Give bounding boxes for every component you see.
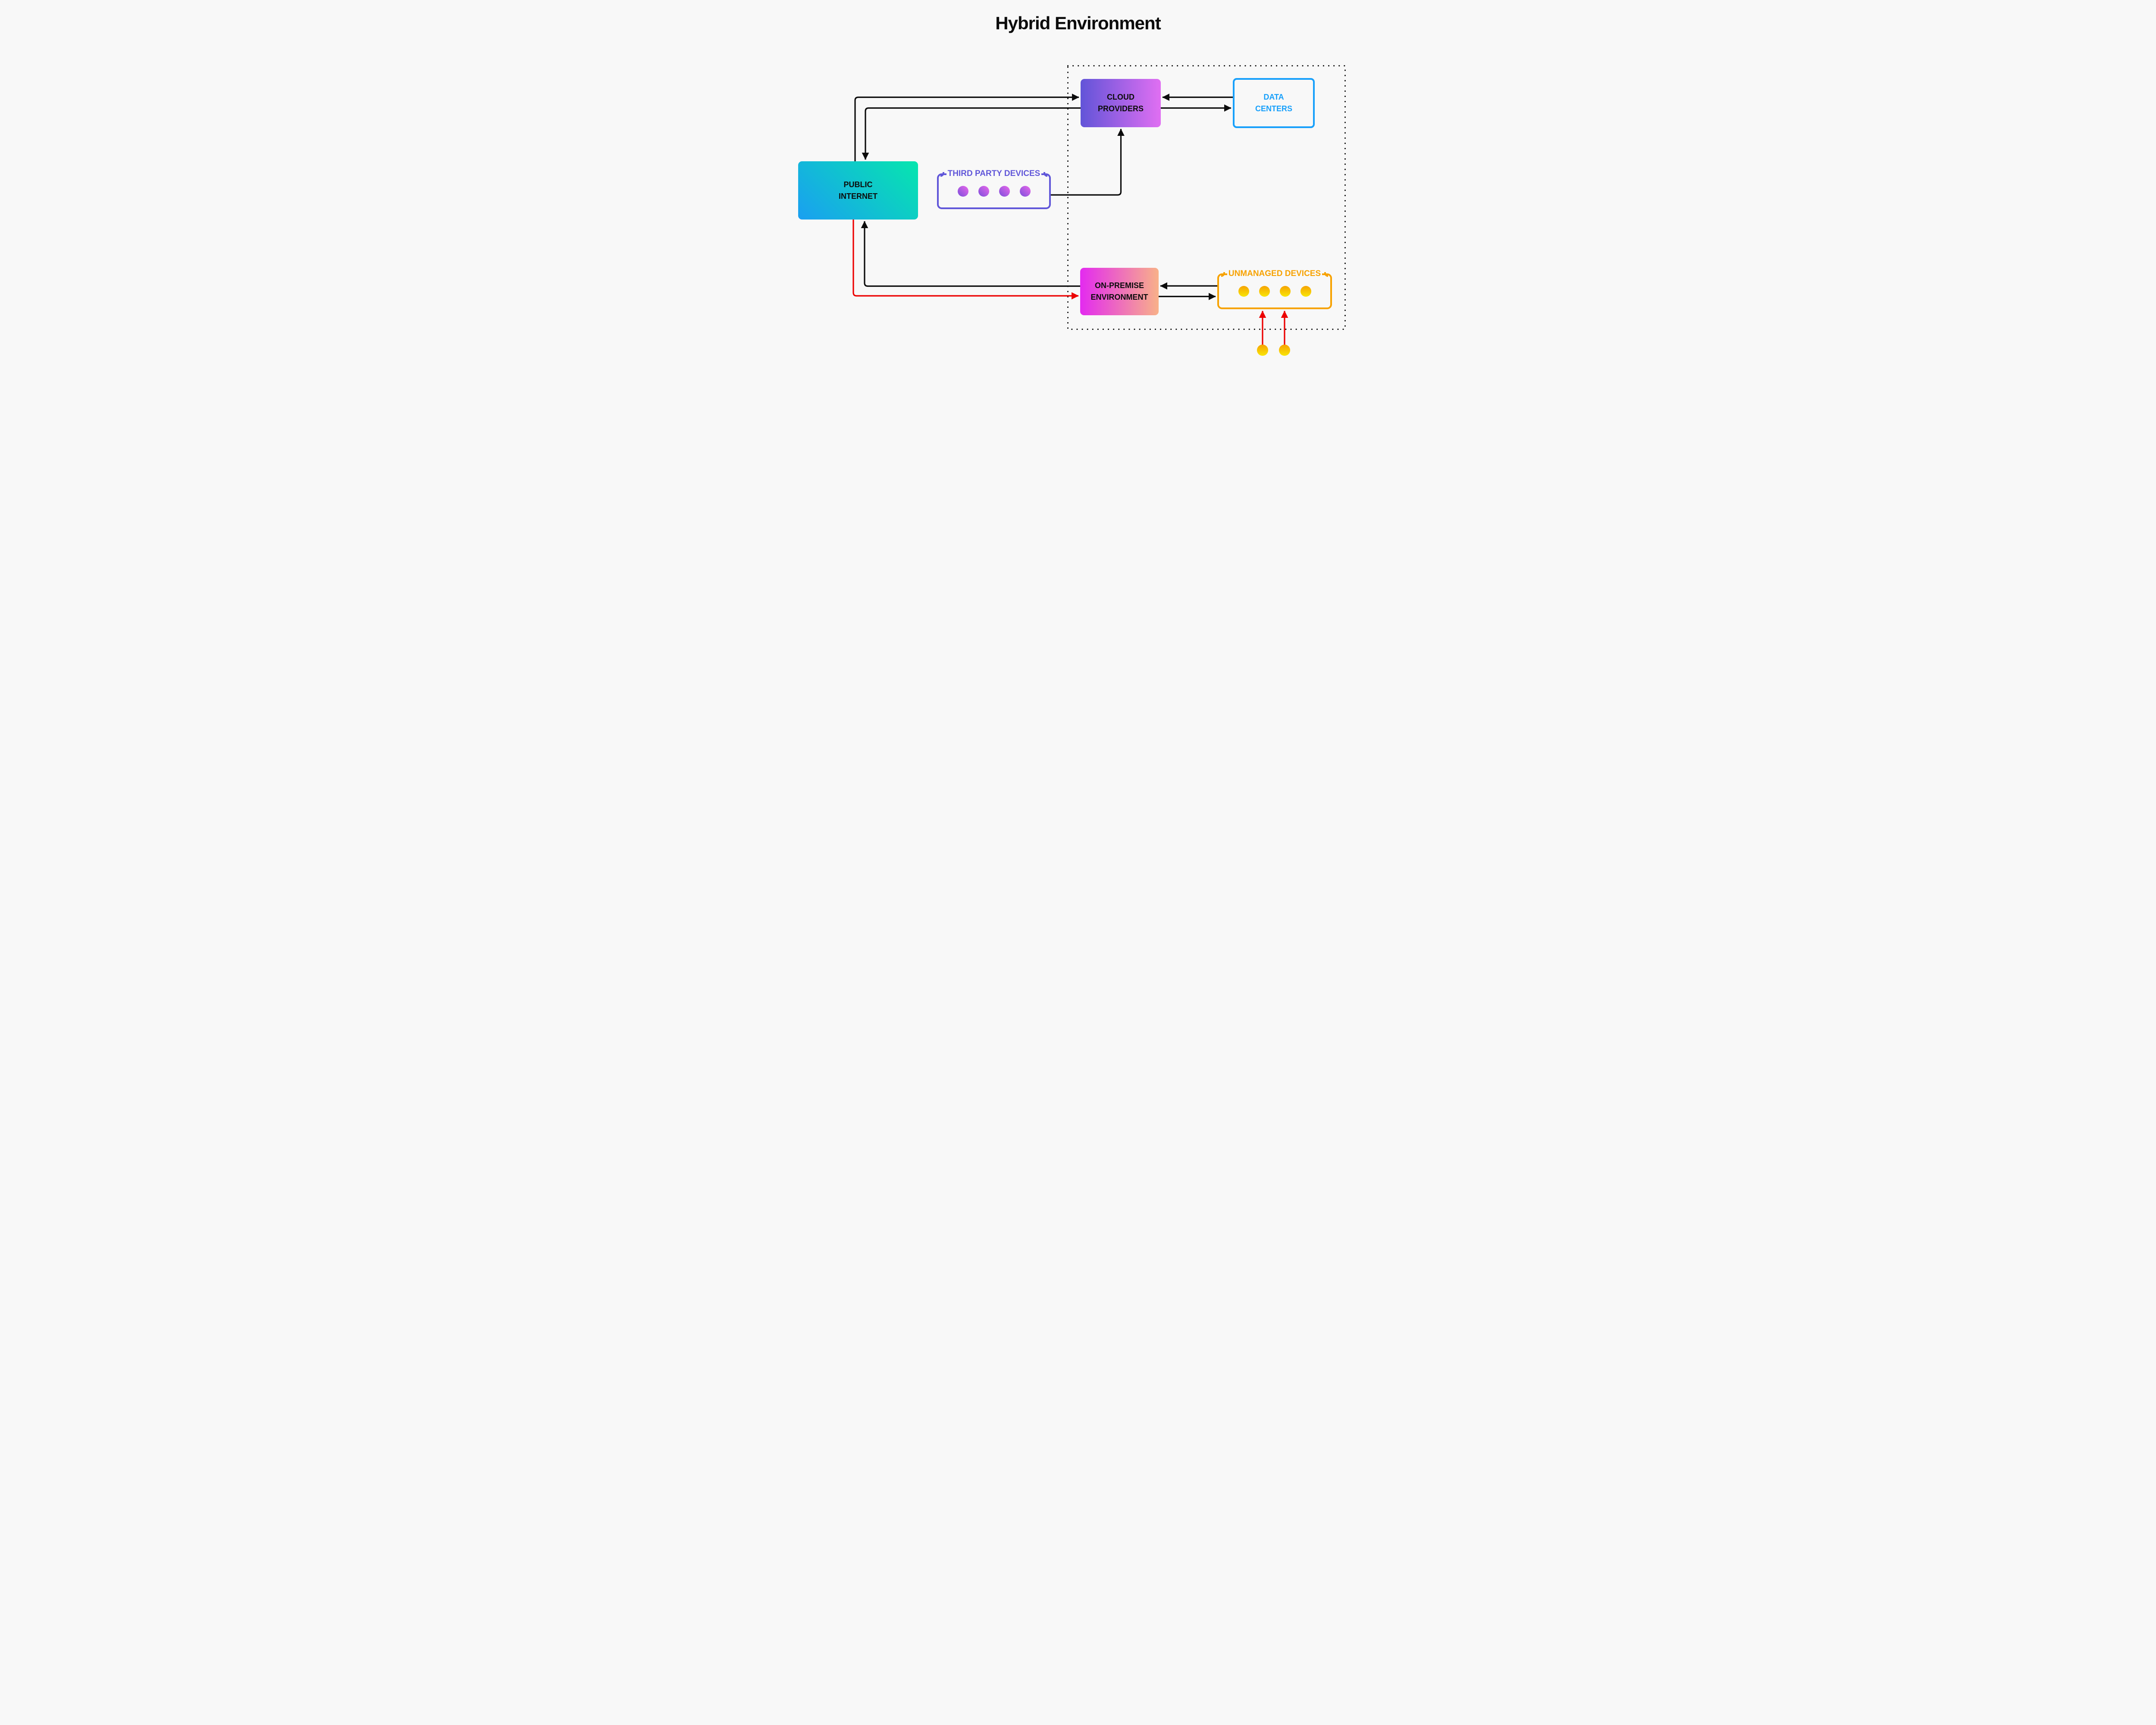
diagram-title: Hybrid Environment bbox=[995, 13, 1161, 33]
device-dot-icon bbox=[1259, 286, 1270, 297]
arrow-on-premise-to-public-internet bbox=[861, 221, 1080, 287]
data-centers-box: DATA CENTERS bbox=[1233, 78, 1315, 128]
device-dot-icon bbox=[1019, 186, 1031, 197]
arrow-public-internet-to-on-premise-red bbox=[852, 220, 1079, 300]
arrow-cloud-providers-to-public-internet bbox=[862, 107, 1081, 160]
device-dot-icon bbox=[1279, 345, 1290, 356]
third-party-devices-legend: THIRD PARTY DEVICES bbox=[939, 169, 1049, 178]
on-premise-environment-label: ON-PREMISE ENVIRONMENT bbox=[1091, 281, 1148, 301]
device-dot-icon bbox=[1257, 345, 1268, 356]
cloud-providers-box: CLOUD PROVIDERS bbox=[1081, 79, 1161, 127]
legend-curl-icon bbox=[1324, 272, 1329, 277]
public-internet-label: PUBLIC INTERNET bbox=[839, 180, 877, 201]
third-party-device-dots bbox=[957, 186, 1031, 197]
legend-curl-icon bbox=[1044, 172, 1048, 177]
data-centers-label: DATA CENTERS bbox=[1255, 93, 1292, 113]
third-party-devices-group: THIRD PARTY DEVICES bbox=[937, 169, 1051, 209]
unmanaged-devices-legend: UNMANAGED DEVICES bbox=[1219, 269, 1330, 278]
device-dot-icon bbox=[1300, 286, 1311, 297]
device-dot-icon bbox=[999, 186, 1010, 197]
unmanaged-device-dots bbox=[1238, 286, 1311, 297]
arrow-public-internet-to-cloud-providers bbox=[854, 94, 1079, 161]
cloud-providers-label: CLOUD PROVIDERS bbox=[1097, 93, 1144, 113]
third-party-devices-label: THIRD PARTY DEVICES bbox=[946, 169, 1042, 178]
device-dot-icon bbox=[978, 186, 989, 197]
external-unmanaged-endpoints bbox=[1257, 345, 1290, 356]
unmanaged-devices-group: UNMANAGED DEVICES bbox=[1217, 269, 1332, 309]
legend-curl-icon bbox=[940, 172, 944, 177]
connector-layer bbox=[852, 65, 1346, 345]
public-internet-box: PUBLIC INTERNET bbox=[798, 161, 918, 220]
unmanaged-devices-label: UNMANAGED DEVICES bbox=[1227, 269, 1322, 278]
diagram-canvas: Hybrid Environment PUBLIC INTERNET CLOUD… bbox=[740, 0, 1416, 383]
device-dot-icon bbox=[1279, 286, 1291, 297]
on-premise-environment-box: ON-PREMISE ENVIRONMENT bbox=[1080, 268, 1159, 315]
security-boundary-dotted-rect bbox=[1067, 65, 1346, 330]
arrow-third-party-devices-to-cloud-providers bbox=[1051, 129, 1125, 196]
legend-curl-icon bbox=[1221, 272, 1225, 277]
device-dot-icon bbox=[957, 186, 968, 197]
device-dot-icon bbox=[1238, 286, 1249, 297]
